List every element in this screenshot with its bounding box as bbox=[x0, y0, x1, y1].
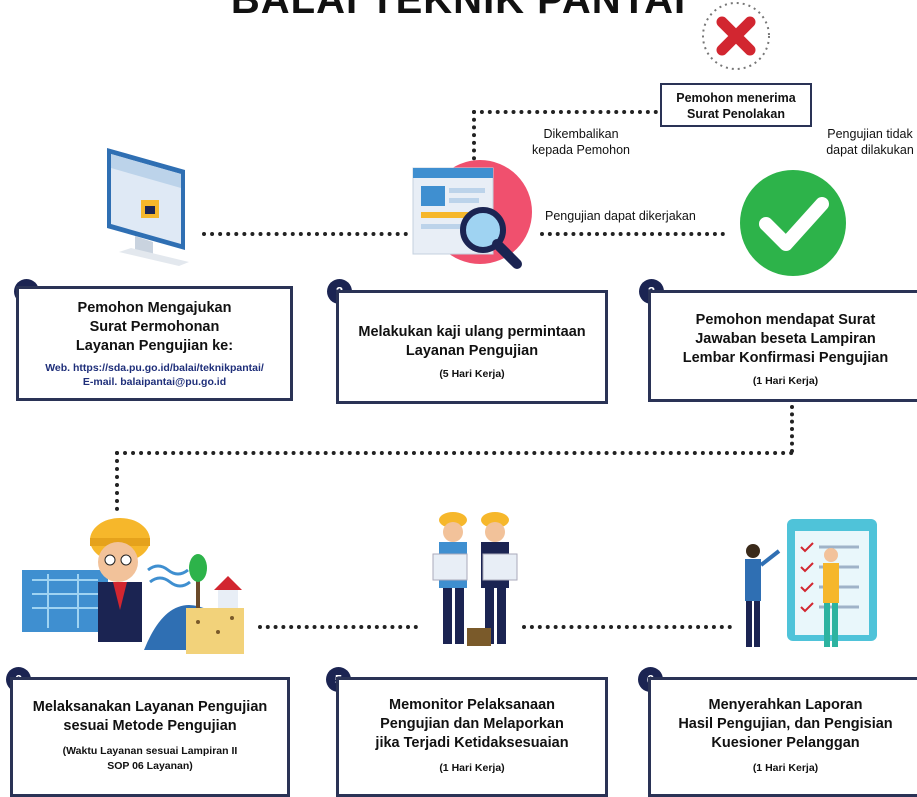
connector-row-return bbox=[115, 451, 794, 455]
check-icon bbox=[738, 168, 848, 278]
label-possible: Pengujian dapat dikerjakan bbox=[545, 209, 696, 223]
connector-reject-horizontal bbox=[472, 110, 658, 114]
step-box-1: Pemohon Mengajukan Surat Permohonan Laya… bbox=[16, 286, 293, 401]
connector-6-5 bbox=[258, 625, 418, 629]
step-1-web: Web. https://sda.pu.go.id/balai/teknikpa… bbox=[45, 362, 264, 374]
step-box-2: Melakukan kaji ulang permintaan Layanan … bbox=[336, 290, 608, 404]
computer-icon bbox=[95, 140, 195, 270]
rejection-line-2: Surat Penolakan bbox=[687, 107, 785, 121]
step-box-6b: Menyerahkan Laporan Hasil Pengujian, dan… bbox=[648, 677, 917, 797]
step-box-6a: Melaksanakan Layanan Pengujian sesuai Me… bbox=[10, 677, 290, 797]
page-title: BALAI TEKNIK PANTAI bbox=[230, 0, 687, 22]
step-1-email: E-mail. balaipantai@pu.go.id bbox=[82, 376, 227, 388]
connector-reject-vertical bbox=[472, 110, 476, 168]
label-not-possible: Pengujian tidak dapat dilakukan bbox=[826, 127, 914, 157]
engineer-blueprint-illustration bbox=[18, 510, 248, 660]
rejection-line-1: Pemohon menerima bbox=[676, 91, 796, 105]
document-search-icon bbox=[405, 150, 535, 280]
connector-2-3 bbox=[540, 232, 725, 236]
label-returned: Dikembalikan kepada Pemohon bbox=[532, 127, 630, 157]
reject-x-icon bbox=[700, 0, 772, 72]
engineers-monitoring-illustration bbox=[425, 510, 525, 660]
step-box-3: Pemohon mendapat Surat Jawaban beseta La… bbox=[648, 290, 917, 402]
connector-1-2 bbox=[202, 232, 408, 236]
step-box-5: Memonitor Pelaksanaan Pengujian dan Mela… bbox=[336, 677, 608, 797]
connector-5-6 bbox=[522, 625, 732, 629]
connector-to-row-2 bbox=[115, 451, 119, 511]
report-checklist-illustration bbox=[735, 515, 885, 665]
connector-3-down bbox=[790, 405, 794, 453]
rejection-letter-box: Pemohon menerima Surat Penolakan bbox=[660, 83, 812, 127]
